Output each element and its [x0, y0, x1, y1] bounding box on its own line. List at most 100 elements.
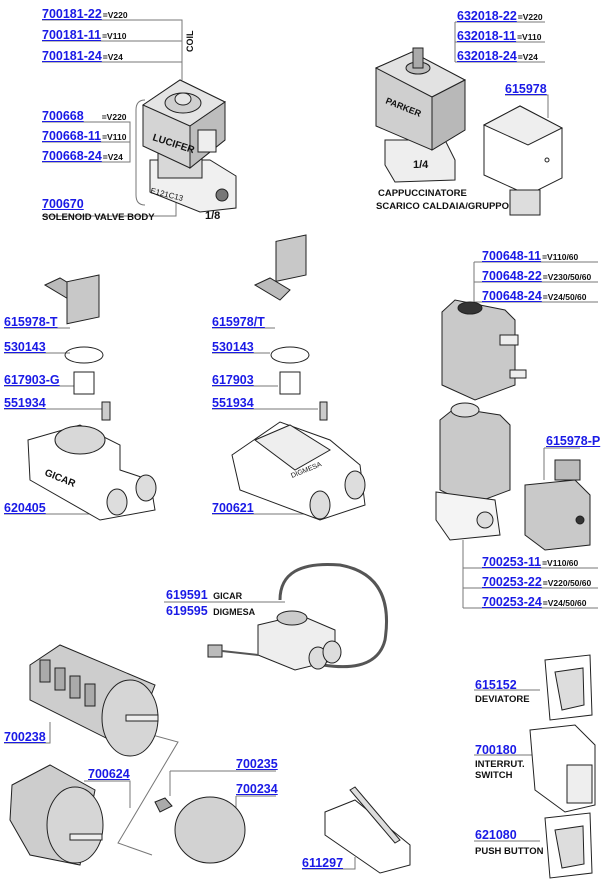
part-700235[interactable]: 700235: [236, 757, 278, 771]
part-619591[interactable]: 619591 GICAR: [166, 588, 242, 603]
part-551934-digmesa[interactable]: 551934: [212, 396, 254, 410]
brand-caption: DIGMESA: [213, 607, 256, 617]
digmesa-flowmeter-illustration: DIGMESA: [231, 234, 366, 521]
voltage-suffix: =V220: [517, 12, 543, 22]
solenoid-valve-body-caption: SOLENOID VALVE BODY: [42, 212, 155, 223]
part-700181-24[interactable]: 700181-24=V24: [42, 49, 123, 64]
part-700668-24[interactable]: 700668-24=V24: [42, 149, 123, 164]
part-700648-24[interactable]: 700648-24=V24/50/60: [482, 289, 587, 304]
part-615152[interactable]: 615152: [475, 678, 517, 692]
part-number-link[interactable]: 617903-G: [4, 373, 60, 387]
part-number-link[interactable]: 551934: [212, 396, 254, 410]
part-700181-22[interactable]: 700181-22=V220: [42, 7, 128, 22]
part-number-link[interactable]: 700668-11: [42, 129, 102, 143]
part-615978-P[interactable]: 615978-P: [546, 434, 600, 448]
part-632018-24[interactable]: 632018-24=V24: [457, 49, 538, 64]
part-number-link[interactable]: 615978-T: [4, 315, 58, 329]
part-number-link[interactable]: 620405: [4, 501, 46, 515]
part-number-link[interactable]: 700668: [42, 109, 84, 123]
part-number-link[interactable]: 700181-24: [42, 49, 102, 63]
part-530143-digmesa[interactable]: 530143: [212, 340, 254, 354]
part-number-link[interactable]: 700253-22: [482, 575, 542, 589]
part-number-link[interactable]: 619591: [166, 588, 208, 602]
part-number-link[interactable]: 700181-22: [42, 7, 102, 21]
part-700253-11[interactable]: 700253-11=V110/60: [482, 555, 578, 570]
brand-caption: GICAR: [213, 591, 243, 601]
switch-caption: SWITCH: [475, 770, 513, 781]
part-number-link[interactable]: 700253-11: [482, 555, 542, 569]
part-number-link[interactable]: 700181-11: [42, 28, 102, 42]
cappuccinatore-caption: CAPPUCCINATORE: [378, 188, 467, 199]
part-632018-22[interactable]: 632018-22=V220: [457, 9, 543, 24]
part-700181-11[interactable]: 700181-11=V110: [42, 28, 126, 43]
part-615978-slash-T[interactable]: 615978/T: [212, 315, 265, 329]
part-number-link[interactable]: 632018-22: [457, 9, 517, 23]
part-700621[interactable]: 700621: [212, 501, 254, 515]
part-number-link[interactable]: 700648-22: [482, 269, 542, 283]
connector-615978-illustration: [482, 105, 564, 216]
voltage-suffix: =V110/60: [542, 252, 579, 262]
part-number-link[interactable]: 615978-P: [546, 434, 601, 448]
part-number-link[interactable]: 700180: [475, 743, 517, 757]
part-number-link[interactable]: 700238: [4, 730, 46, 744]
part-551934-gicar[interactable]: 551934: [4, 396, 46, 410]
part-number-link[interactable]: 700648-11: [482, 249, 542, 263]
part-number-link[interactable]: 700668-24: [42, 149, 102, 163]
voltage-suffix: =V24/50/60: [542, 292, 587, 302]
flow-sensor-illustration: [207, 562, 388, 671]
part-700238[interactable]: 700238: [4, 730, 46, 744]
voltage-suffix: =V220: [101, 112, 127, 122]
part-number-link[interactable]: 619595: [166, 604, 208, 618]
part-700180[interactable]: 700180: [475, 743, 517, 757]
coil-caption: COIL: [185, 30, 195, 53]
part-619595[interactable]: 619595 DIGMESA: [166, 604, 255, 619]
part-700670[interactable]: 700670: [42, 197, 84, 211]
part-617903[interactable]: 617903: [212, 373, 254, 387]
part-number-link[interactable]: 615152: [475, 678, 517, 692]
push-button-caption: PUSH BUTTON: [475, 846, 544, 857]
part-700668-11[interactable]: 700668-11=V110: [42, 129, 126, 144]
gicar-flowmeter-illustration: GICAR: [27, 274, 157, 521]
part-700648-22[interactable]: 700648-22=V230/50/60: [482, 269, 591, 284]
part-632018-11[interactable]: 632018-11=V110: [457, 29, 541, 44]
part-530143-gicar[interactable]: 530143: [4, 340, 46, 354]
part-number-link[interactable]: 621080: [475, 828, 517, 842]
part-number-link[interactable]: 551934: [4, 396, 46, 410]
part-700668[interactable]: 700668 =V220: [42, 109, 127, 124]
part-615978[interactable]: 615978: [505, 82, 547, 96]
part-700253-24[interactable]: 700253-24=V24/50/60: [482, 595, 587, 610]
part-number-link[interactable]: 700621: [212, 501, 254, 515]
voltage-suffix: =V110/60: [542, 558, 579, 568]
rocker-switches-illustration: [529, 654, 596, 879]
part-number-link[interactable]: 632018-24: [457, 49, 517, 63]
part-number-link[interactable]: 615978/T: [212, 315, 265, 329]
part-number-link[interactable]: 615978: [505, 82, 547, 96]
part-number-link[interactable]: 700235: [236, 757, 278, 771]
voltage-suffix: =V220/50/60: [542, 578, 592, 588]
part-number-link[interactable]: 700670: [42, 197, 84, 211]
part-number-link[interactable]: 700234: [236, 782, 278, 796]
part-615978-T[interactable]: 615978-T: [4, 315, 58, 329]
part-number-link[interactable]: 530143: [212, 340, 254, 354]
part-700234[interactable]: 700234: [236, 782, 278, 796]
interrut-caption: INTERRUT.: [475, 759, 525, 770]
part-700648-11[interactable]: 700648-11=V110/60: [482, 249, 578, 264]
part-700253-22[interactable]: 700253-22=V220/50/60: [482, 575, 591, 590]
part-700624[interactable]: 700624: [88, 767, 130, 781]
part-621080[interactable]: 621080: [475, 828, 517, 842]
rotary-switch-illustration: [9, 644, 246, 866]
part-number-link[interactable]: 700648-24: [482, 289, 542, 303]
voltage-suffix: =V110: [102, 132, 127, 142]
part-611297[interactable]: 611297: [302, 856, 343, 870]
part-number-link[interactable]: 632018-11: [457, 29, 517, 43]
part-620405[interactable]: 620405: [4, 501, 46, 515]
part-number-link[interactable]: 611297: [302, 856, 344, 870]
part-number-link[interactable]: 617903: [212, 373, 254, 387]
voltage-suffix: =V24: [517, 52, 538, 62]
part-number-link[interactable]: 530143: [4, 340, 46, 354]
part-number-link[interactable]: 700624: [88, 767, 130, 781]
part-617903-G[interactable]: 617903-G: [4, 373, 60, 387]
part-number-link[interactable]: 700253-24: [482, 595, 542, 609]
voltage-suffix: =V24/50/60: [542, 598, 587, 608]
